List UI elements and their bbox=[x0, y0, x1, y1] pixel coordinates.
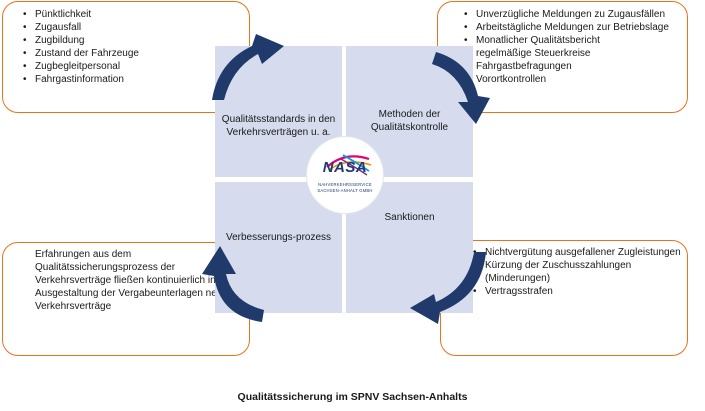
nasa-logo: NASA NAHVERKEHRSSERVICE SACHSEN-ANHALT G… bbox=[306, 136, 384, 214]
logo-wordmark: NASA bbox=[322, 159, 368, 176]
list-item: Unverzügliche Meldungen zu Zugausfällen bbox=[464, 8, 687, 21]
quadrant-label: Qualitätsstandards in den Verkehrsverträ… bbox=[221, 113, 336, 138]
improvement-text: Erfahrungen aus dem Qualitätssicherungsp… bbox=[35, 249, 232, 312]
list-item: Zustand der Fahrzeuge bbox=[23, 47, 249, 60]
quadrant-label: Sanktionen bbox=[384, 212, 435, 223]
quadrant-label: Methoden der Qualitätskontrolle bbox=[370, 108, 449, 133]
quality-standards-box: Pünktlichkeit Zugausfall Zugbildung Zust… bbox=[2, 1, 250, 113]
arrow-top-right bbox=[432, 52, 490, 124]
list-item: Monatlicher Qualitätsbericht bbox=[464, 34, 687, 47]
diagram-caption: Qualitätssicherung im SPNV Sachsen-Anhal… bbox=[237, 391, 468, 403]
arrow-bottom-right bbox=[410, 252, 486, 324]
list-item: Arbeitstägliche Meldungen zur Betriebsla… bbox=[464, 21, 687, 34]
list-item: Pünktlichkeit bbox=[23, 8, 249, 21]
list-item: Zugausfall bbox=[23, 21, 249, 34]
list-item: Zugbegleitpersonal bbox=[23, 60, 249, 73]
logo-subtitle: NAHVERKEHRSSERVICE bbox=[318, 182, 372, 187]
list-item: Zugbildung bbox=[23, 34, 249, 47]
logo-subtitle: SACHSEN-ANHALT GMBH bbox=[317, 188, 373, 193]
arrow-bottom-left bbox=[202, 246, 264, 322]
logo-swoosh-icon bbox=[326, 154, 372, 176]
list-item: Vertragsstrafen bbox=[473, 285, 687, 298]
list-item: Fahrgastinformation bbox=[23, 73, 249, 86]
arrow-top-left bbox=[212, 34, 284, 100]
quadrant-label: Verbesserungs-prozess bbox=[225, 232, 332, 243]
improvement-box: Erfahrungen aus dem Qualitätssicherungsp… bbox=[2, 242, 250, 356]
